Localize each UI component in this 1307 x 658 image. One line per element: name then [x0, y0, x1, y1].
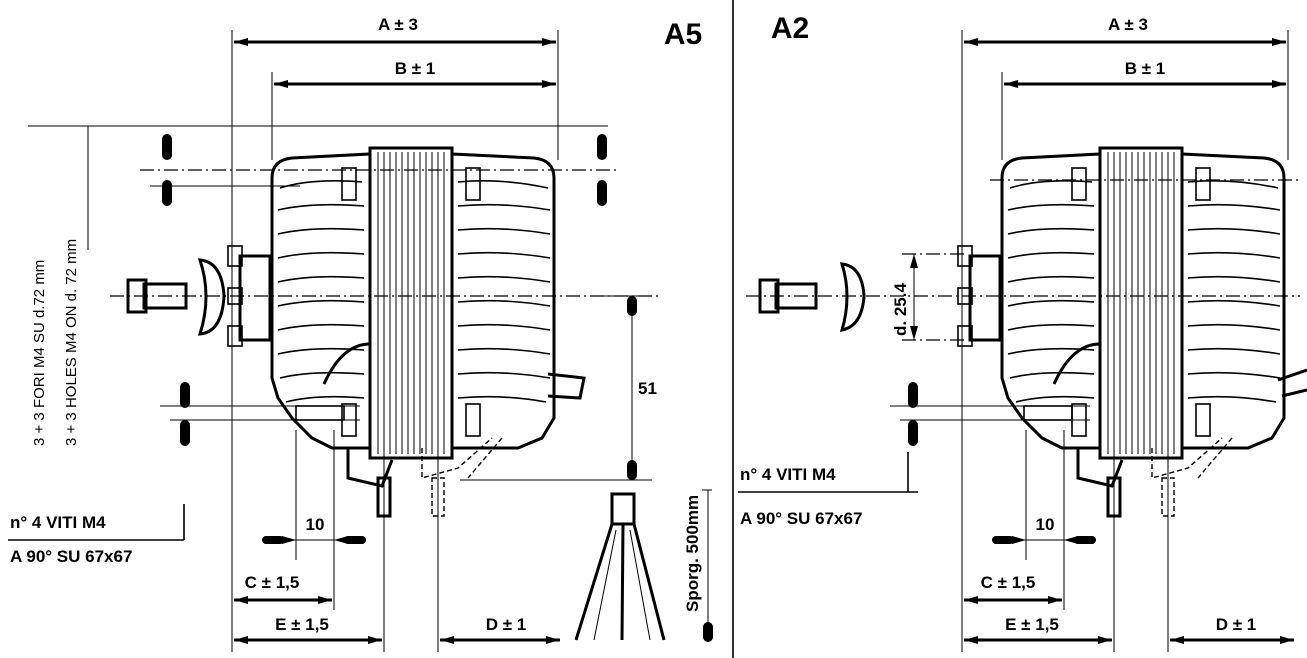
svg-text:d. 25.4: d. 25.4 [891, 283, 910, 336]
dim-c-left: C ± 1,5 [234, 573, 332, 604]
screws-note-right: n° 4 VITI M4 A 90° SU 67x67 [738, 452, 918, 528]
motor-body-right [1000, 146, 1286, 488]
svg-text:E ± 1,5: E ± 1,5 [275, 615, 329, 634]
svg-text:A 90° SU 67x67: A 90° SU 67x67 [10, 547, 132, 566]
dim-a-right: A ± 3 [964, 15, 1286, 46]
svg-text:E ± 1,5: E ± 1,5 [1005, 615, 1059, 634]
dim-e-right: E ± 1,5 [964, 615, 1112, 644]
dim-10-right: 10 [992, 430, 1096, 610]
dim-a-left: A ± 3 [234, 15, 556, 46]
lead-length-label: Sporg. 500mm [683, 495, 702, 612]
dim-d25-4: d. 25.4 [891, 253, 966, 341]
svg-text:D ± 1: D ± 1 [1216, 615, 1257, 634]
shaft-right [758, 244, 1002, 348]
motor-body-left [270, 146, 556, 488]
dim-d-left: D ± 1 [440, 615, 560, 644]
screws-note-left: n° 4 VITI M4 A 90° SU 67x67 [8, 504, 185, 566]
dim-d-right: D ± 1 [1170, 615, 1294, 644]
dim-10-left: 10 [262, 430, 366, 610]
dim-b-right: B ± 1 [1004, 59, 1286, 88]
svg-text:D ± 1: D ± 1 [486, 615, 527, 634]
holes-label-it: 3 + 3 FORI M4 SU d.72 mm [31, 260, 48, 446]
svg-text:10: 10 [306, 515, 325, 534]
svg-text:A ± 3: A ± 3 [378, 15, 418, 34]
right-view: A2 A ± 3 B ± 1 [738, 12, 1307, 652]
cable-lead-symbol: Sporg. 500mm [574, 489, 713, 642]
svg-text:n° 4 VITI M4: n° 4 VITI M4 [740, 465, 836, 484]
right-view-title: A2 [771, 12, 809, 45]
svg-text:n° 4 VITI M4: n° 4 VITI M4 [10, 513, 106, 532]
dim-b-left: B ± 1 [274, 59, 556, 88]
svg-text:C ± 1,5: C ± 1,5 [981, 573, 1036, 592]
svg-text:51: 51 [638, 379, 657, 398]
svg-text:C ± 1,5: C ± 1,5 [245, 573, 300, 592]
svg-text:B ± 1: B ± 1 [1125, 59, 1166, 78]
dim-e-left: E ± 1,5 [234, 615, 382, 644]
svg-text:A ± 3: A ± 3 [1108, 15, 1148, 34]
svg-text:10: 10 [1036, 515, 1055, 534]
left-view-title: A5 [664, 18, 702, 51]
svg-text:B ± 1: B ± 1 [395, 59, 436, 78]
dim-51: 51 [460, 295, 657, 481]
holes-label-en: 3 + 3 HOLES M4 ON d. 72 mm [63, 239, 80, 446]
left-view: A5 A ± 3 B ± 1 3 + 3 FORI M4 SU d.72 mm … [8, 0, 734, 658]
svg-text:A 90° SU 67x67: A 90° SU 67x67 [740, 509, 862, 528]
dim-c-right: C ± 1,5 [964, 573, 1062, 604]
shaft-left [126, 244, 272, 348]
